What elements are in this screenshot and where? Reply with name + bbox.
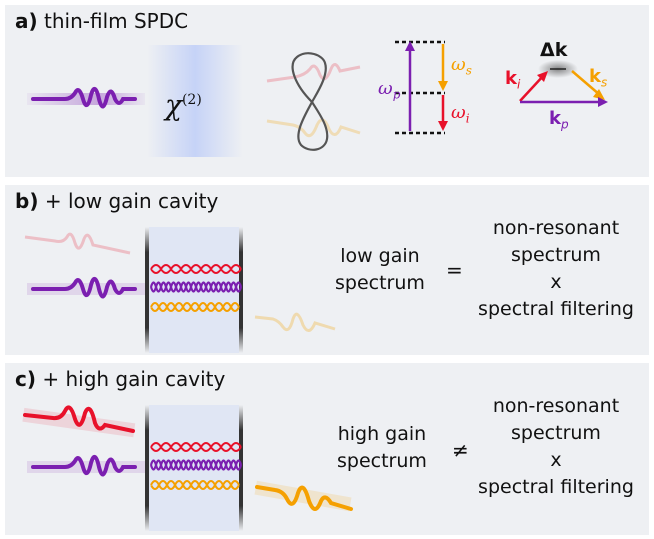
signal-mode-c [150, 480, 240, 490]
k-p-label: kp [549, 108, 569, 132]
rhs-line1-c: non-resonant [492, 395, 620, 417]
rhs-line4-c: spectral filtering [478, 476, 634, 498]
low-gain-lhs: low gain spectrum [335, 243, 425, 297]
idler-mode-b [150, 264, 242, 274]
momentum-diagram [519, 60, 608, 107]
k-i-label: ki [505, 68, 521, 92]
chi2-symbol: χ(2) [165, 88, 202, 122]
idler-mode-c [150, 442, 242, 452]
panel-b-label: b) [15, 189, 39, 213]
panel-c-title: c) + high gain cavity [15, 367, 225, 391]
high-gain-rhs: non-resonant spectrum x spectral filteri… [471, 393, 641, 501]
panel-b-text: + low gain cavity [44, 189, 219, 213]
high-gain-lhs-line2: spectrum [337, 450, 427, 472]
left-mirror-b [145, 227, 149, 353]
signal-pulse-out-c [255, 485, 353, 511]
panel-high-gain-cavity: c) + high gain cavity high gain spectrum [5, 363, 649, 535]
left-mirror-c [145, 405, 149, 531]
omega-p-label: ωp [378, 78, 401, 102]
panel-low-gain-cavity: b) + low gain cavity low gain spectrum = [5, 185, 649, 355]
pump-pulse-a [31, 87, 137, 109]
panel-a-text: thin-film SPDC [44, 9, 189, 33]
omega-s-label: ωs [451, 54, 472, 78]
rhs-line3-c: x [550, 449, 562, 471]
panel-c-text: + high gain cavity [42, 367, 226, 391]
panel-thin-film-spdc: a) thin-film SPDC [5, 5, 649, 177]
figure-eight [291, 52, 329, 151]
low-gain-lhs-line2: spectrum [335, 272, 425, 294]
idler-ghost-a [266, 118, 361, 138]
rhs-line2-c: spectrum [511, 422, 601, 444]
energy-diagram [395, 40, 448, 135]
idler-ghost-in-b [24, 232, 131, 255]
equals-sign: = [446, 258, 463, 282]
pump-mode-b [149, 281, 243, 293]
high-gain-lhs-line1: high gain [337, 423, 427, 445]
omega-i-label: ωi [451, 102, 470, 126]
signal-ghost-a [266, 63, 361, 83]
panel-a-title: a) thin-film SPDC [15, 9, 188, 33]
low-gain-rhs: non-resonant spectrum x spectral filteri… [471, 215, 641, 323]
rhs-line2-b: spectrum [511, 244, 601, 266]
delta-k-label: Δk [540, 39, 568, 61]
panel-c-label: c) [15, 367, 36, 391]
not-equal-sign: ≠ [452, 438, 469, 462]
signal-mode-b [150, 302, 240, 312]
rhs-line3-b: x [550, 271, 562, 293]
panel-a-label: a) [15, 9, 38, 33]
rhs-line4-b: spectral filtering [478, 298, 634, 320]
panel-a-graphics [27, 40, 608, 157]
pump-mode-c [149, 459, 243, 471]
low-gain-lhs-line1: low gain [340, 245, 420, 267]
panel-b-title: b) + low gain cavity [15, 189, 218, 213]
rhs-line1-b: non-resonant [492, 217, 620, 239]
idler-pulse-in-c [23, 405, 135, 433]
pump-pulse-c [31, 455, 137, 477]
high-gain-lhs: high gain spectrum [337, 421, 427, 475]
k-s-label: ks [589, 66, 608, 90]
panel-b-graphics [24, 227, 336, 353]
chi2-crystal [147, 45, 243, 157]
pump-pulse-b [31, 277, 137, 299]
signal-ghost-out-b [254, 312, 336, 332]
panel-c-graphics [22, 405, 353, 531]
